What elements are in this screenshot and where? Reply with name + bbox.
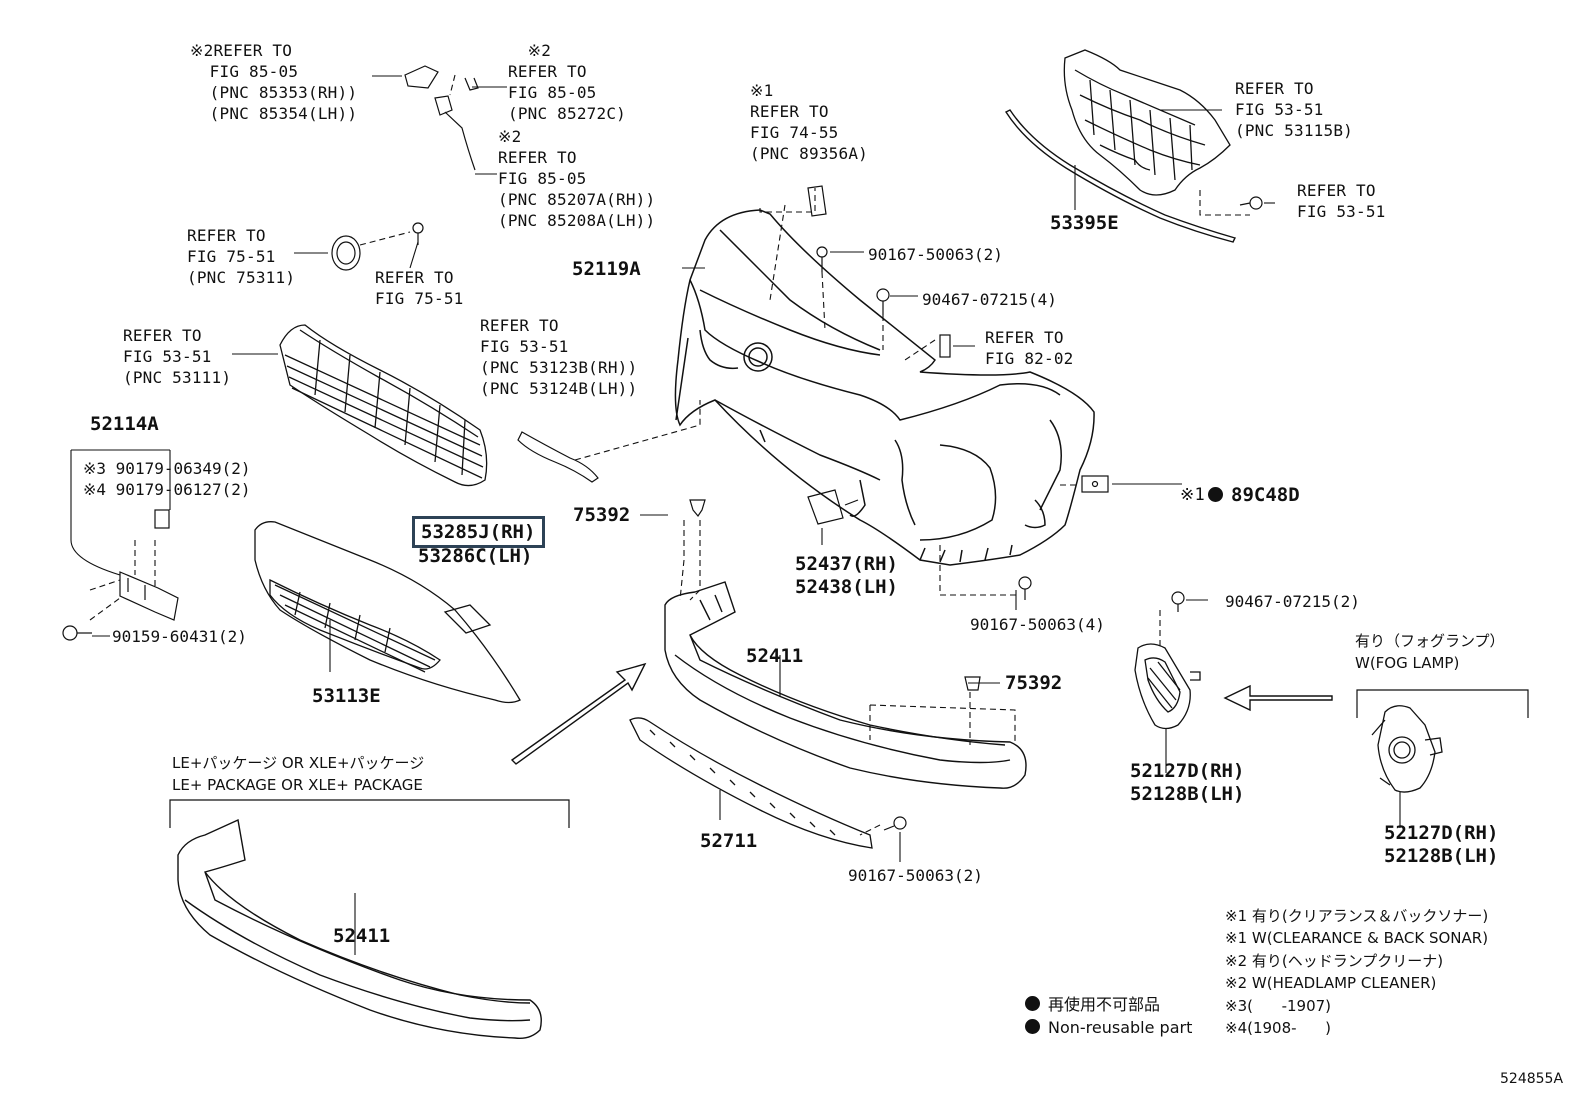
part-52114a: 52114A — [90, 413, 159, 435]
part-53113e: 53113E — [312, 685, 381, 707]
part-89c48d-prefix: ※1 — [1180, 485, 1205, 505]
note-1-jp: ※1 有り(クリアランス＆バックソナー) — [1225, 907, 1489, 925]
note-1-en: ※1 W(CLEARANCE & BACK SONAR) — [1225, 929, 1489, 947]
strip-53395e — [1004, 109, 1237, 243]
part-90167-50063-c: 90167-50063(2) — [848, 866, 983, 885]
ref-label-53115b: REFER TO FIG 53-51 (PNC 53115B) — [1235, 79, 1353, 140]
part-90167-50063-b: 90167-50063(4) — [970, 615, 1105, 634]
highlighted-part-53285j[interactable]: 53285J(RH) — [412, 516, 545, 548]
part-52437: 52437(RH) 52438(LH) — [795, 553, 898, 598]
note-3: ※3( -1907) — [1225, 997, 1332, 1015]
grille-53111 — [279, 324, 488, 487]
ref-label-53111: REFER TO FIG 53-51 (PNC 53111) — [123, 326, 232, 387]
bullet-icon — [1025, 996, 1040, 1011]
part-53285j: 53285J(RH) — [421, 521, 536, 543]
note-4: ※4(1908- ) — [1225, 1019, 1332, 1037]
part-90159-60431: 90159-60431(2) — [112, 627, 247, 646]
ref-label-53-51-clip: REFER TO FIG 53-51 — [1297, 181, 1386, 221]
upper-absorber-53115b — [1063, 49, 1231, 196]
part-89c48d-row: 89C48D — [1208, 484, 1300, 507]
part-90467-07215-b: 90467-07215(2) — [1225, 592, 1360, 611]
bumper-cover-52119a — [674, 209, 1095, 566]
assembly-arrows — [510, 662, 1333, 765]
dashed-lines — [89, 74, 1250, 836]
legend-nonreuse-jp: 再使用不可部品 — [1048, 995, 1161, 1014]
legend-nonreuse-jp-row: 再使用不可部品 — [1025, 994, 1160, 1016]
leader-lines — [70, 75, 1401, 955]
fog-lamp-bezel-52127d — [1371, 705, 1443, 793]
caption-package-jp: LE+パッケージ OR XLE+パッケージ — [172, 754, 425, 772]
part-89c48d: 89C48D — [1231, 484, 1300, 506]
part-52127d-a: 52127D(RH) 52128B(LH) — [1130, 760, 1245, 805]
part-53395e: 53395E — [1050, 212, 1119, 234]
part-90179: ※3 90179-06349(2) ※4 90179-06127(2) — [83, 459, 251, 499]
part-52411-b: 52411 — [333, 925, 391, 947]
figure-id: 524855A — [1500, 1071, 1564, 1087]
ref-label-82-02: REFER TO FIG 82-02 — [985, 328, 1074, 368]
part-75392-a: 75392 — [573, 504, 631, 526]
part-52711: 52711 — [700, 830, 758, 852]
lower-bumper-52411-package — [177, 818, 542, 1040]
variant-brackets — [169, 689, 1529, 828]
caption-package-en: LE+ PACKAGE OR XLE+ PACKAGE — [172, 776, 423, 794]
non-reusable-dot-icon — [1208, 487, 1223, 502]
part-52119a: 52119A — [572, 258, 641, 280]
part-90167-50063-a: 90167-50063(2) — [868, 245, 1003, 264]
part-53286c: 53286C(LH) — [418, 545, 533, 567]
ref-label-75311: REFER TO FIG 75-51 (PNC 75311) — [187, 226, 296, 287]
caption-fog-en: W(FOG LAMP) — [1355, 654, 1460, 672]
bullet-icon — [1025, 1019, 1040, 1034]
part-52411-a: 52411 — [746, 645, 804, 667]
note-2-jp: ※2 有り(ヘッドランプクリーナ) — [1225, 952, 1444, 970]
legend-nonreuse-en: Non-reusable part — [1048, 1018, 1193, 1037]
ref-label-89356a: ※1 REFER TO FIG 74-55 (PNC 89356A) — [750, 81, 868, 163]
small-parts — [62, 65, 1263, 831]
part-52127d-b: 52127D(RH) 52128B(LH) — [1384, 822, 1499, 867]
fog-bezel-52127d — [1134, 643, 1201, 730]
caption-fog-jp: 有り（フォグランプ） — [1355, 632, 1505, 650]
lower-grille-53113e — [254, 521, 521, 704]
part-90467-07215-a: 90467-07215(4) — [922, 290, 1057, 309]
moulding-52711 — [629, 717, 873, 849]
ref-label-75-51: REFER TO FIG 75-51 — [375, 268, 464, 308]
ref-label-53123b: REFER TO FIG 53-51 (PNC 53123B(RH)) (PNC… — [480, 316, 638, 398]
note-2-en: ※2 W(HEADLAMP CLEANER) — [1225, 974, 1437, 992]
part-75392-b: 75392 — [1005, 672, 1063, 694]
ref-label-85272c: ※2 REFER TO FIG 85-05 (PNC 85272C) — [508, 41, 626, 123]
ref-label-85353: ※2REFER TO FIG 85-05 (PNC 85353(RH)) (PN… — [190, 41, 358, 123]
ref-label-85207a: ※2 REFER TO FIG 85-05 (PNC 85207A(RH)) (… — [498, 127, 656, 230]
lower-bumper-52411 — [664, 581, 1027, 789]
legend-nonreuse-en-row: Non-reusable part — [1025, 1017, 1192, 1039]
